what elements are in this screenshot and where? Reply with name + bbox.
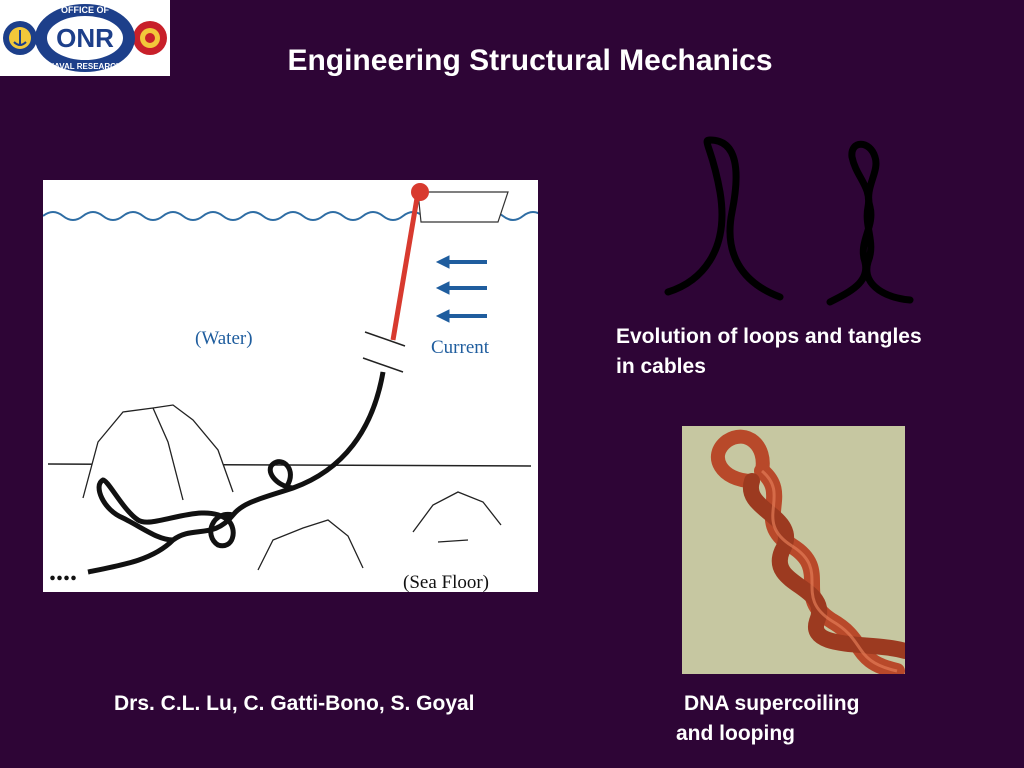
buoy-icon [411, 183, 429, 201]
dna-caption-line-1: DNA supercoiling [684, 692, 860, 715]
black-cable [87, 371, 386, 575]
logo-bottom-text: NAVAL RESEARCH [48, 62, 122, 71]
onr-logo: OFFICE OF ONR NAVAL RESEARCH [0, 0, 170, 76]
ellipsis-label: .... [49, 556, 77, 587]
cable-diagram: Current (Water) .... (Sea Floor) [43, 180, 538, 592]
boat-icon [417, 191, 509, 223]
page-title: Engineering Structural Mechanics [287, 44, 773, 77]
loops-caption-line-1: Evolution of loops and tangles [616, 325, 922, 348]
current-label: Current [431, 337, 490, 358]
loops-caption-line-2: in cables [616, 355, 706, 378]
logo-top-text: OFFICE OF [61, 5, 109, 15]
dna-caption: DNA supercoiling and looping [676, 689, 936, 749]
simple-loop-icon [664, 136, 784, 301]
cable-tangle [96, 477, 236, 549]
water-label: (Water) [195, 328, 253, 349]
cable-loops-illustration [660, 132, 920, 312]
loops-caption: Evolution of loops and tangles in cables [616, 322, 1006, 382]
twisted-loop-icon [826, 140, 914, 306]
dna-supercoiling-image [682, 426, 905, 674]
authors-caption: Drs. C.L. Lu, C. Gatti-Bono, S. Goyal [114, 692, 475, 715]
current-arrows [435, 255, 487, 323]
dna-caption-line-2: and looping [676, 722, 795, 745]
logo-center-text: ONR [56, 23, 114, 53]
red-cable-segment [390, 197, 420, 341]
rocks [82, 404, 502, 571]
seafloor-label: (Sea Floor) [403, 572, 489, 592]
